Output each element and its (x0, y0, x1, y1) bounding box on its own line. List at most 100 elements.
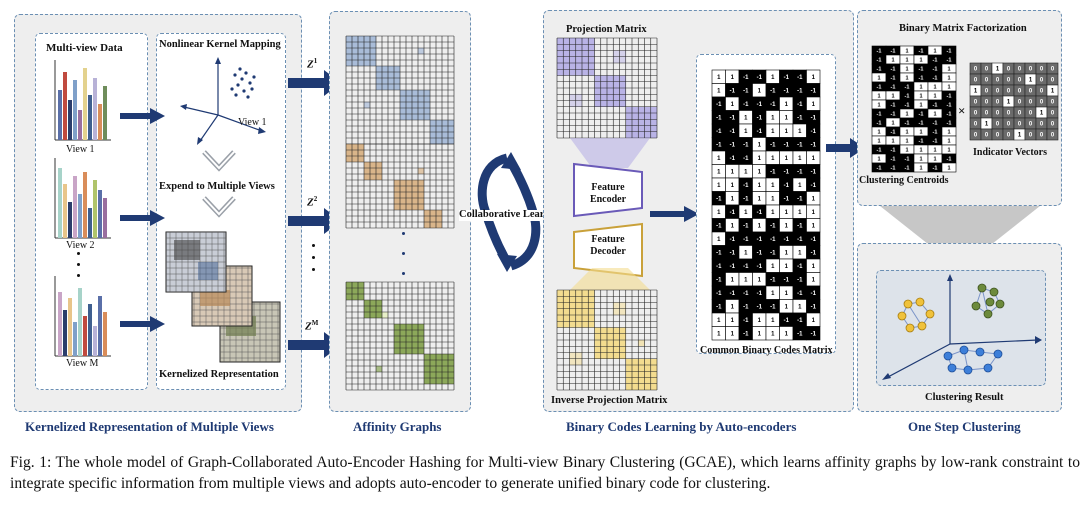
centroid-glyph: -1 (905, 156, 910, 162)
binary-code-glyph: -1 (716, 304, 722, 310)
indicator-glyph: 1 (1029, 78, 1033, 84)
affinity-zm-block (364, 300, 382, 318)
binary-code-glyph: -1 (784, 237, 790, 243)
binary-code-glyph: -1 (811, 250, 817, 256)
binary-code-glyph: -1 (797, 115, 803, 121)
binary-code-glyph: -1 (797, 169, 803, 175)
centroid-glyph: 1 (933, 93, 936, 99)
binary-code-glyph: -1 (730, 156, 736, 162)
binary-code-glyph: -1 (811, 115, 817, 121)
binary-code-glyph: -1 (743, 331, 749, 337)
binary-code-glyph: -1 (743, 304, 749, 310)
figure-caption: Fig. 1: The whole model of Graph-Collabo… (10, 454, 1080, 492)
centroid-glyph: 1 (891, 93, 894, 99)
view2-bar-chart (54, 158, 111, 239)
centroid-glyph: -1 (933, 129, 938, 135)
indicator-glyph: 0 (1051, 111, 1055, 117)
binary-code-glyph: 1 (798, 250, 802, 256)
binary-code-glyph: 1 (771, 183, 775, 189)
indicator-glyph: 0 (1051, 133, 1055, 139)
section-onestep-title: One Step Clustering (908, 419, 1021, 434)
binary-code-glyph: 1 (731, 196, 735, 202)
binary-code-glyph: -1 (797, 291, 803, 297)
centroid-glyph: -1 (891, 102, 896, 108)
affinity-graph-z2 (345, 143, 455, 229)
binary-code-glyph: 1 (758, 88, 762, 94)
affinity-z2-block (418, 168, 424, 174)
centroid-glyph: -1 (877, 120, 882, 126)
indicator-glyph: 0 (1040, 122, 1044, 128)
binary-code-glyph: -1 (770, 88, 776, 94)
indicator-glyph: 0 (1018, 78, 1022, 84)
bmf-title: Binary Matrix Factorization (899, 23, 1027, 34)
indicator-glyph: 0 (1007, 111, 1011, 117)
binary-code-glyph: 1 (771, 115, 775, 121)
centroid-glyph: 1 (905, 57, 908, 63)
binary-code-glyph: -1 (757, 115, 763, 121)
indicator-glyph: 0 (985, 78, 989, 84)
centroid-glyph: 1 (947, 165, 950, 171)
centroid-glyph: -1 (877, 57, 882, 63)
binary-code-glyph: -1 (730, 115, 736, 121)
binary-code-glyph: 1 (744, 115, 748, 121)
binary-code-glyph: -1 (811, 183, 817, 189)
indicator-glyph: 1 (996, 67, 1000, 73)
binary-code-glyph: -1 (770, 169, 776, 175)
binary-code-glyph: -1 (757, 291, 763, 297)
view1-bar-chart (54, 60, 111, 141)
indicator-glyph: 1 (985, 122, 989, 128)
binary-code-glyph: 1 (812, 277, 816, 283)
centroid-glyph: -1 (891, 66, 896, 72)
arrow-zm (288, 332, 341, 358)
binary-code-glyph: 1 (771, 156, 775, 162)
binary-code-glyph: 1 (785, 210, 789, 216)
z2-label: Z2 (307, 195, 318, 209)
indicator-glyph: 0 (974, 122, 978, 128)
binary-code-glyph: -1 (757, 75, 763, 81)
times-symbol: × (958, 103, 966, 118)
common-binary-codes-title: Common Binary Codes Matrix (700, 345, 833, 356)
centroid-glyph: 1 (877, 93, 880, 99)
binary-code-glyph: -1 (784, 277, 790, 283)
binary-code-glyph: -1 (730, 129, 736, 135)
binary-code-glyph: 1 (731, 169, 735, 175)
centroid-cell (941, 162, 957, 173)
kernel-axis-view1-label: View 1 (238, 117, 267, 128)
binary-code-glyph: -1 (797, 196, 803, 202)
binary-code-glyph: -1 (811, 331, 817, 337)
binary-code-glyph: 1 (798, 156, 802, 162)
arrow-viewm (120, 316, 165, 332)
binary-code-glyph: 1 (731, 223, 735, 229)
result-inner-box (876, 270, 1046, 386)
centroid-glyph: -1 (891, 156, 896, 162)
binary-code-glyph: -1 (757, 102, 763, 108)
indicator-glyph: 0 (1029, 111, 1033, 117)
binary-code-glyph: -1 (743, 75, 749, 81)
binary-code-glyph: -1 (784, 183, 790, 189)
binary-code-glyph: -1 (811, 169, 817, 175)
affinity-graph-zm (345, 281, 455, 391)
binary-code-glyph: -1 (743, 318, 749, 324)
indicator-glyph: 0 (974, 78, 978, 84)
binary-code-glyph: 1 (744, 129, 748, 135)
binary-code-glyph: 1 (771, 291, 775, 297)
indicator-glyph: 1 (974, 89, 978, 95)
binary-code-glyph: 1 (771, 318, 775, 324)
centroid-glyph: -1 (905, 84, 910, 90)
encoder-funnel (570, 138, 650, 168)
centroid-glyph: 1 (933, 48, 936, 54)
centroid-glyph: -1 (919, 75, 924, 81)
centroid-glyph: -1 (877, 111, 882, 117)
binary-code-glyph: -1 (770, 277, 776, 283)
centroid-glyph: 1 (919, 84, 922, 90)
binary-code-glyph: 1 (812, 318, 816, 324)
centroid-glyph: 1 (891, 57, 894, 63)
binary-code-glyph: -1 (770, 102, 776, 108)
binary-code-glyph: 1 (798, 129, 802, 135)
indicator-glyph: 0 (1040, 100, 1044, 106)
centroid-glyph: -1 (905, 93, 910, 99)
affinity-zm-block (424, 354, 454, 384)
affinity-zm-block (376, 366, 382, 372)
